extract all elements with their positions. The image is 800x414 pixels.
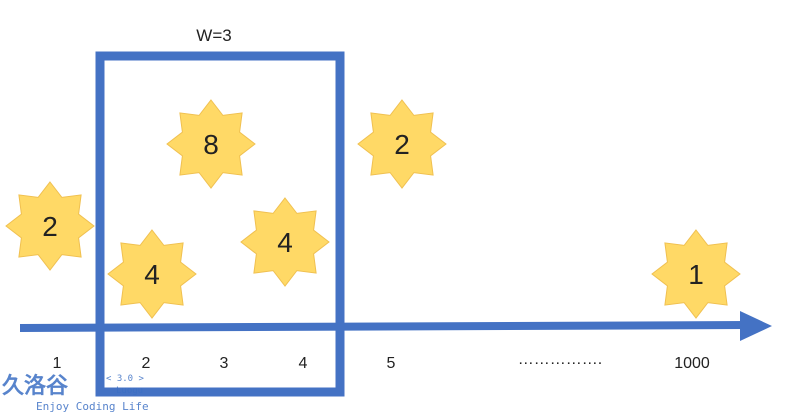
logo-tagline: Enjoy Coding Life	[36, 400, 149, 413]
tick-label-1: 1	[53, 355, 62, 372]
stars: 2 4 8 4 2 1	[5, 99, 741, 319]
tick-label-1000: 1000	[674, 355, 710, 372]
luogu-logo: 久洛谷 < 3.0 > Luogu Enjoy Coding Life	[2, 373, 149, 413]
star-value-3: 8	[203, 129, 219, 160]
star-value-6: 1	[688, 259, 704, 290]
star-value-1: 2	[42, 211, 58, 242]
tick-label-5: 5	[387, 355, 396, 372]
star-shape-5	[357, 99, 447, 189]
logo-version: < 3.0 >	[106, 374, 145, 384]
star-value-2: 4	[144, 259, 160, 290]
window-frame	[95, 51, 345, 397]
star-shape-3	[166, 99, 256, 189]
tick-label-4: 4	[299, 355, 308, 372]
star-shape-4	[240, 197, 330, 287]
star-value-4: 4	[277, 227, 293, 258]
tick-label-2: 2	[142, 355, 151, 372]
tick-label-3: 3	[220, 355, 229, 372]
star-shape-6	[651, 229, 741, 319]
timeline-axis	[19, 321, 749, 332]
star-shape-2	[107, 229, 197, 319]
logo-sub: Luogu	[116, 386, 143, 396]
logo-glyph: 久洛谷	[2, 373, 69, 399]
window-label: W=3	[196, 26, 231, 45]
tick-ellipsis: …………….	[518, 351, 602, 368]
timeline-arrowhead	[740, 311, 772, 341]
star-shape-1	[5, 181, 95, 271]
star-value-5: 2	[394, 129, 410, 160]
